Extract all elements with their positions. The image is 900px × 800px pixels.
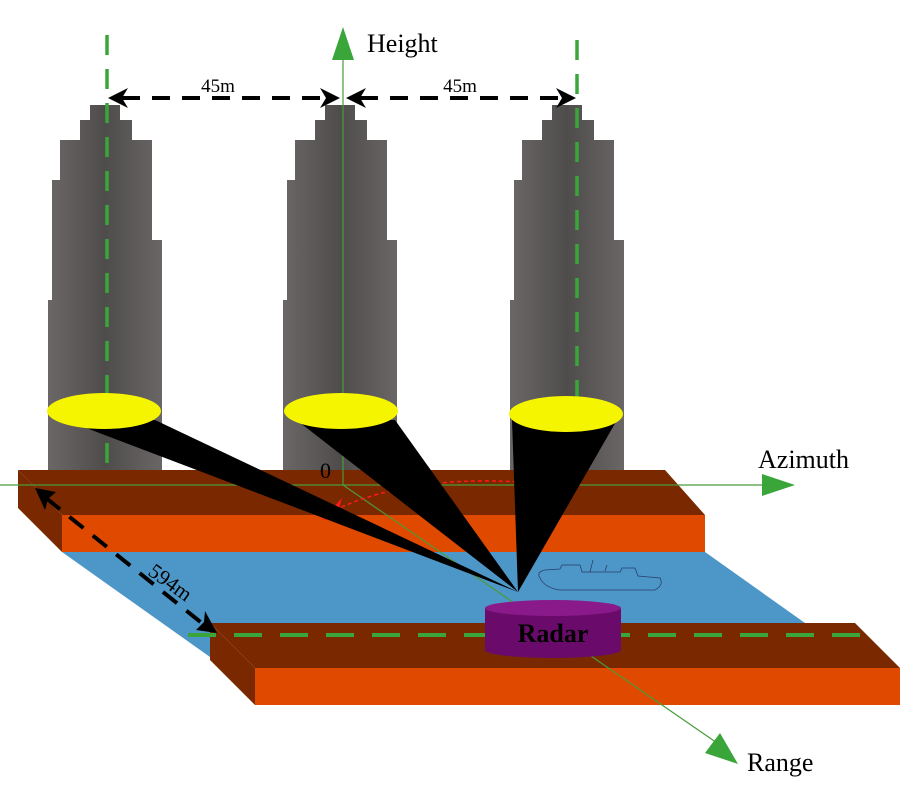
spacing-label-right: 45m	[443, 76, 477, 97]
spacing-dimension-lines	[44, 96, 562, 630]
azimuth-axis-arrow-icon	[762, 474, 795, 496]
spacing-label-left: 45m	[201, 76, 235, 97]
height-axis-arrow-icon	[332, 27, 354, 60]
height-axis-label: Height	[367, 29, 439, 58]
far-bank-side	[18, 470, 62, 552]
origin-label: 0	[320, 458, 331, 483]
beam-left	[60, 418, 518, 592]
beam-spots	[47, 393, 623, 432]
radar-beams	[60, 415, 617, 592]
range-axis-arrow-icon	[705, 733, 738, 764]
beam-spot-center	[284, 393, 398, 429]
dimension-arrowheads	[35, 88, 576, 633]
beam-spot-left	[47, 393, 161, 429]
far-bank-top	[18, 470, 705, 515]
beam-center	[290, 415, 518, 592]
building-center	[283, 105, 397, 470]
beam-spot-right	[509, 396, 623, 432]
near-bank-front	[255, 668, 900, 705]
azimuth-axis-label: Azimuth	[758, 445, 849, 474]
building-right	[510, 105, 624, 470]
ship-icon	[538, 559, 662, 591]
near-bank-side	[210, 623, 255, 705]
radar-label: Radar	[518, 619, 589, 648]
range-axis-label: Range	[747, 748, 813, 777]
building-left	[48, 105, 162, 470]
radar-unit: Radar	[485, 600, 621, 658]
beam-right	[512, 420, 617, 592]
river	[62, 552, 805, 657]
